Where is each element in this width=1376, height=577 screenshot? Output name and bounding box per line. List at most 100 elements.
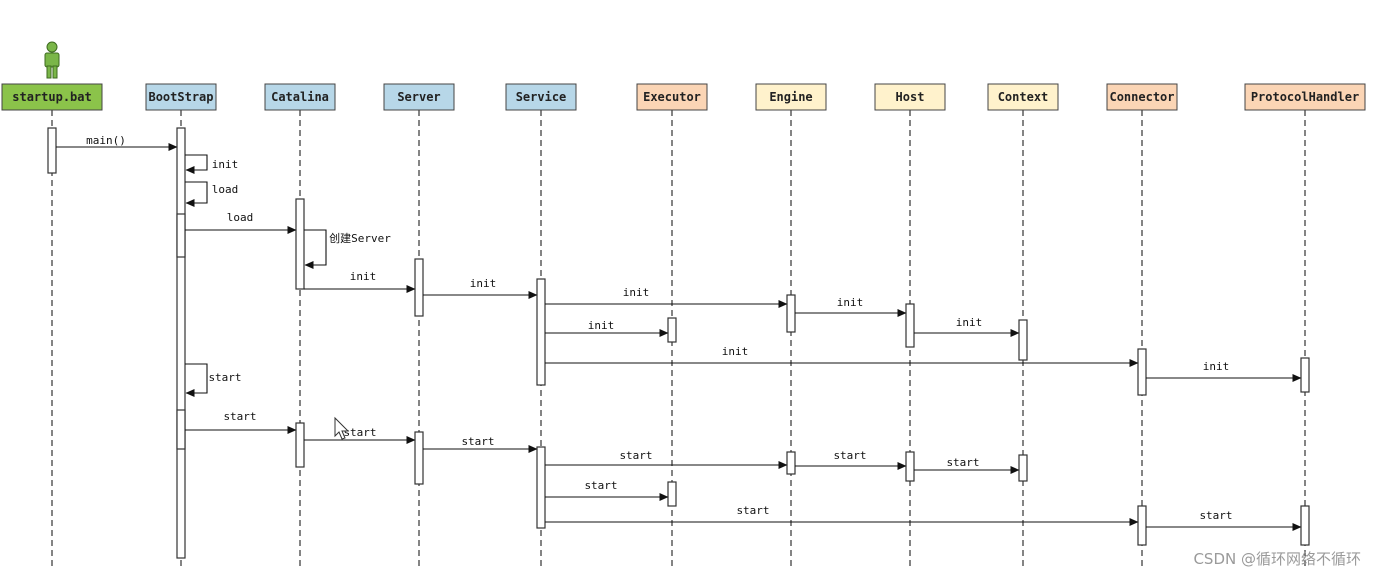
mouse-cursor-icon	[334, 416, 350, 440]
message-label: init	[588, 319, 615, 332]
message-label: init	[470, 277, 497, 290]
participant-box-executor	[636, 83, 708, 111]
participant-label-startup: startup.bat	[12, 90, 91, 104]
message-label: load	[227, 211, 254, 224]
message-server-to-service: init	[423, 277, 538, 299]
message-bootstrap-to-catalina: start	[185, 410, 297, 434]
message-label: main()	[86, 134, 126, 147]
participant-box-connector	[1106, 83, 1178, 111]
message-service-to-engine: init	[545, 286, 788, 308]
message-catalina-to-server: init	[304, 270, 416, 293]
self-call-arrow	[185, 363, 208, 397]
message-server-to-service: start	[423, 435, 538, 453]
activation-bar-engine	[786, 294, 796, 333]
message-catalina-to-server: start	[304, 426, 416, 444]
message-service-to-executor: init	[545, 319, 669, 337]
self-call-arrow	[185, 181, 208, 207]
participant-label-protocolhandler: ProtocolHandler	[1251, 90, 1359, 104]
participant-box-catalina	[264, 83, 336, 111]
message-label: init	[1203, 360, 1230, 373]
message-label: start	[223, 410, 256, 423]
activation-bar-context	[1018, 319, 1028, 361]
activation-bar-catalina	[295, 422, 305, 468]
activation-bar-engine	[786, 451, 796, 475]
participant-label-service: Service	[516, 90, 567, 104]
participant-bootstrap: BootStrap	[145, 83, 217, 111]
activation-bar-protocolhandler	[1300, 505, 1310, 546]
message-service-to-executor: start	[545, 479, 669, 501]
activation-bar-host	[905, 451, 915, 482]
message-engine-to-host: init	[795, 296, 907, 317]
message-connector-to-protocolhandler: init	[1146, 360, 1302, 382]
message-label: start	[343, 426, 376, 439]
activation-bar-server	[414, 431, 424, 485]
message-label: load	[212, 183, 239, 196]
activation-bar-connector	[1137, 348, 1147, 396]
message-label: start	[1199, 509, 1232, 522]
participant-engine: Engine	[755, 83, 827, 111]
message-service-to-engine: start	[545, 449, 788, 469]
participant-label-server: Server	[397, 90, 440, 104]
participant-label-engine: Engine	[769, 90, 812, 104]
participant-box-startup	[1, 83, 103, 111]
activation-bar-startup	[47, 127, 57, 174]
participant-box-bootstrap	[145, 83, 217, 111]
message-label: start	[461, 435, 494, 448]
message-host-to-context: start	[914, 456, 1020, 474]
participant-host: Host	[874, 83, 946, 111]
self-call-arrow	[304, 229, 327, 269]
activation-bar-host	[905, 303, 915, 348]
activation-bar-protocolhandler	[1300, 357, 1310, 393]
message-host-to-context: init	[914, 316, 1020, 337]
message-label: init	[212, 158, 239, 171]
activation-bar-bootstrap	[176, 409, 186, 450]
participant-box-service	[505, 83, 577, 111]
activation-bar-executor	[667, 317, 677, 343]
message-engine-to-host: start	[795, 449, 907, 470]
activation-bar-server	[414, 258, 424, 317]
activation-bar-catalina	[295, 198, 305, 290]
actor-icon	[44, 41, 60, 79]
message-label: init	[837, 296, 864, 309]
participant-protocolhandler: ProtocolHandler	[1244, 83, 1366, 111]
participant-box-server	[383, 83, 455, 111]
participant-service: Service	[505, 83, 577, 111]
message-label: start	[584, 479, 617, 492]
message-label: start	[736, 504, 769, 517]
participant-startup: startup.bat	[1, 41, 103, 111]
message-catalina-to-catalina: 创建Server	[304, 229, 391, 269]
message-bootstrap-to-bootstrap: start	[185, 363, 242, 397]
message-bootstrap-to-bootstrap: init	[185, 154, 239, 174]
message-label: start	[833, 449, 866, 462]
watermark: CSDN @循环网络不循环	[1193, 550, 1361, 568]
participant-label-catalina: Catalina	[271, 90, 329, 104]
message-label: init	[722, 345, 749, 358]
participant-label-context: Context	[998, 90, 1049, 104]
participant-box-context	[987, 83, 1059, 111]
message-startup-to-bootstrap: main()	[56, 134, 178, 151]
message-label: 创建Server	[329, 231, 391, 245]
message-bootstrap-to-bootstrap: load	[185, 181, 239, 207]
messages: main() init load load 创建Server init init init in…	[56, 134, 1302, 531]
message-label: start	[946, 456, 979, 469]
participant-box-protocolhandler	[1244, 83, 1366, 111]
message-service-to-connector: init	[545, 345, 1139, 367]
participant-context: Context	[987, 83, 1059, 111]
message-label: init	[956, 316, 983, 329]
activation-bar-connector	[1137, 505, 1147, 546]
activation-bar-executor	[667, 481, 677, 507]
participant-box-engine	[755, 83, 827, 111]
participant-box-host	[874, 83, 946, 111]
participants: startup.bat BootStrap Catalina Server Servic…	[1, 41, 1366, 111]
message-bootstrap-to-catalina: load	[185, 211, 297, 234]
message-label: init	[350, 270, 377, 283]
participant-label-bootstrap: BootStrap	[148, 90, 213, 104]
participant-executor: Executor	[636, 83, 708, 111]
participant-label-connector: Connector	[1109, 90, 1174, 104]
participant-server: Server	[383, 83, 455, 111]
participant-connector: Connector	[1106, 83, 1178, 111]
activation-bar-service	[536, 278, 546, 386]
participant-label-executor: Executor	[643, 90, 701, 104]
lifelines	[51, 110, 1306, 570]
